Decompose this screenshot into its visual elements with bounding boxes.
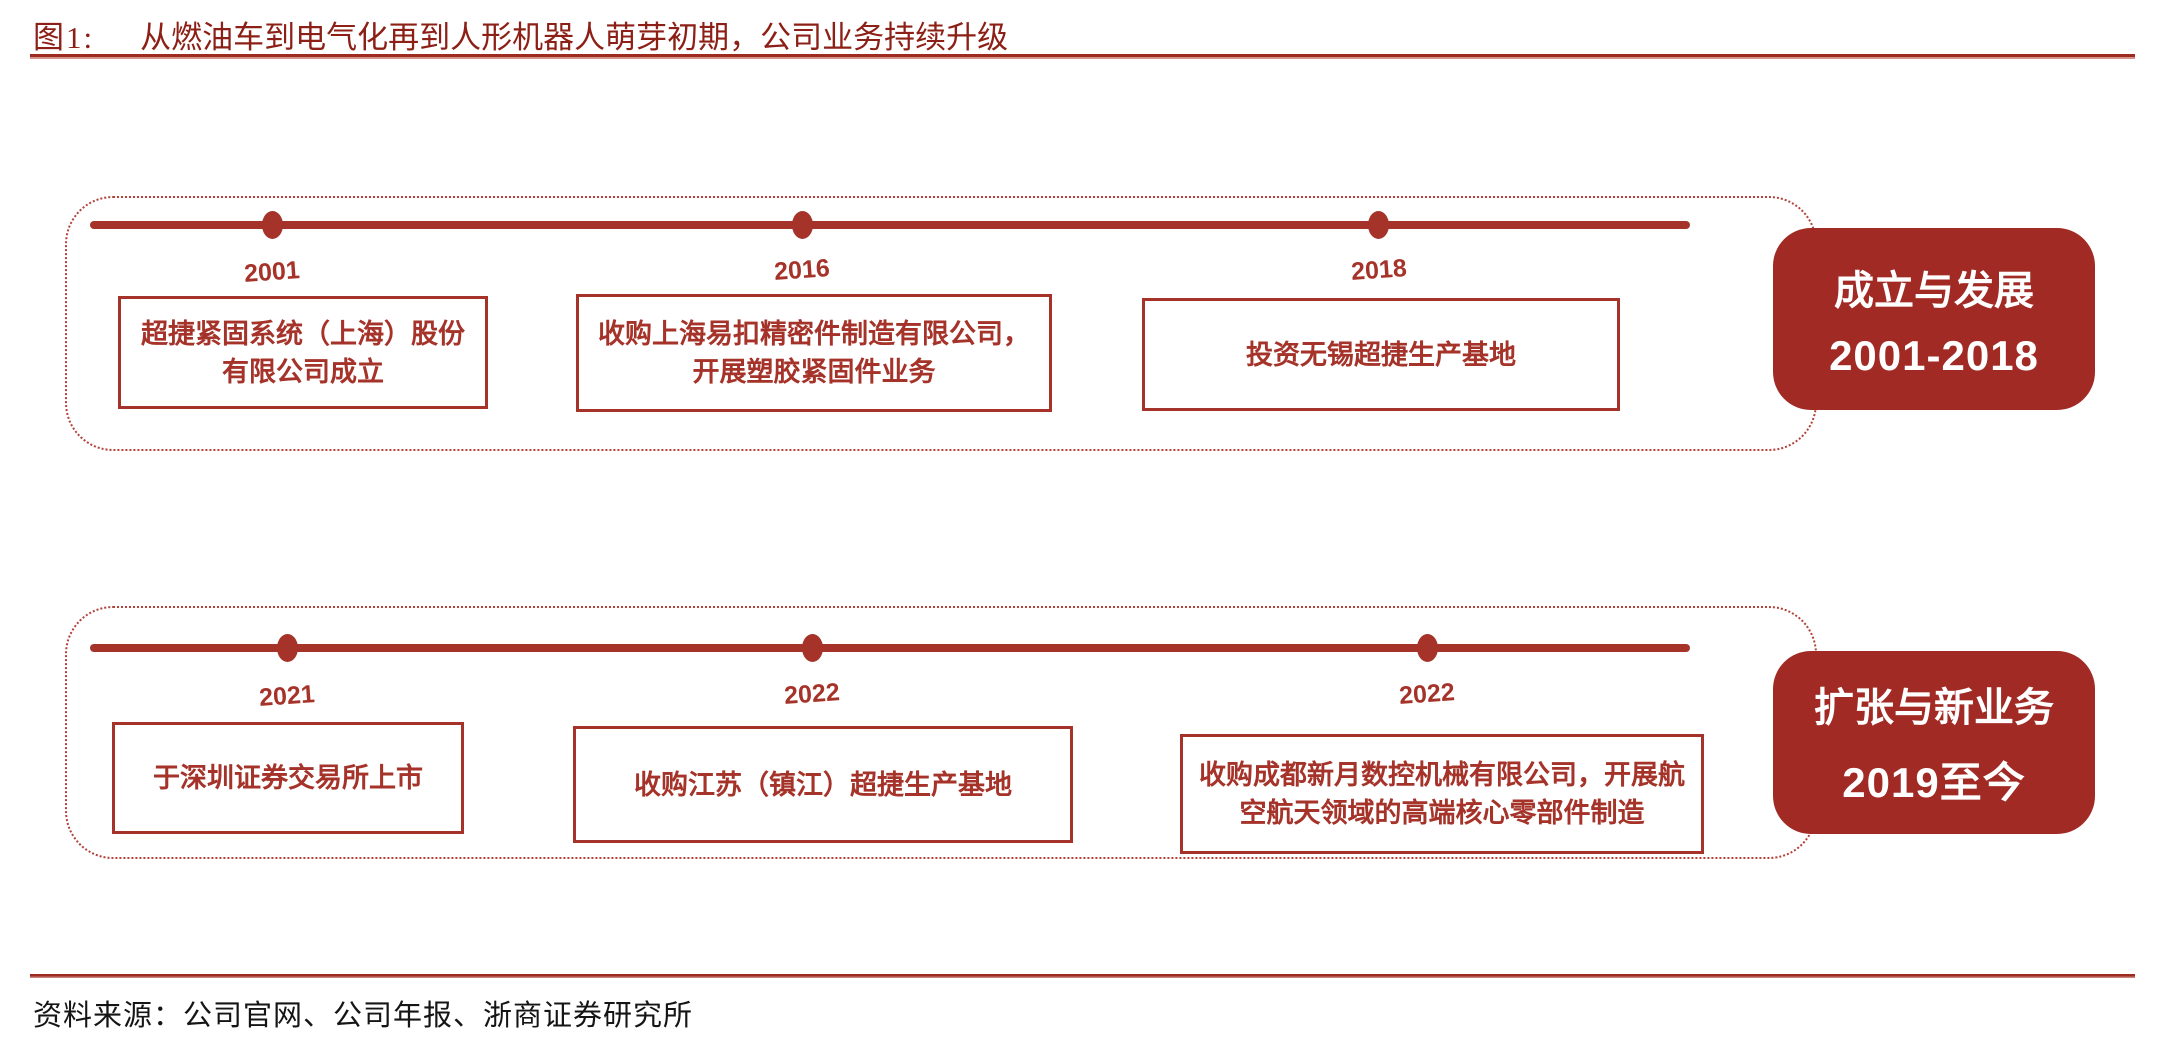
timeline-panel-founding: 2001 2016 2018 超捷紧固系统（上海）股份 有限公司成立 收购上海易… xyxy=(65,196,1817,451)
year-label-2016: 2016 xyxy=(773,254,831,286)
event-box-2021: 于深圳证券交易所上市 xyxy=(112,722,464,834)
timeline-panel-expansion: 2021 2022 2022 于深圳证券交易所上市 收购江苏（镇江）超捷生产基地… xyxy=(65,606,1817,859)
timeline-dot-2016 xyxy=(792,211,813,239)
stage-badge-founding-period: 2001-2018 xyxy=(1829,332,2039,379)
timeline-dot-2018 xyxy=(1368,211,1389,239)
timeline-dot-2021 xyxy=(277,634,298,662)
timeline-axis-line xyxy=(90,644,1690,652)
timeline-dot-2022a xyxy=(802,634,823,662)
event-text-2016: 收购上海易扣精密件制造有限公司， 开展塑胶紧固件业务 xyxy=(598,319,1030,387)
event-text-2022b: 收购成都新月数控机械有限公司，开展航 空航天领域的高端核心零部件制造 xyxy=(1199,760,1685,828)
timeline-dot-2022b xyxy=(1417,634,1438,662)
event-box-2022b: 收购成都新月数控机械有限公司，开展航 空航天领域的高端核心零部件制造 xyxy=(1180,734,1704,854)
event-box-2016: 收购上海易扣精密件制造有限公司， 开展塑胶紧固件业务 xyxy=(576,294,1052,412)
timeline-axis-line xyxy=(90,221,1690,229)
event-box-2001: 超捷紧固系统（上海）股份 有限公司成立 xyxy=(118,296,488,409)
stage-badge-expansion: 扩张与新业务 2019至今 xyxy=(1773,651,2095,834)
figure-number-label: 图1: xyxy=(33,20,95,55)
stage-badge-founding: 成立与发展 2001-2018 xyxy=(1773,228,2095,410)
stage-badge-expansion-period: 2019至今 xyxy=(1842,759,2026,806)
year-label-2022a: 2022 xyxy=(783,678,841,710)
event-text-2021: 于深圳证券交易所上市 xyxy=(153,763,423,793)
timeline-dot-2001 xyxy=(262,211,283,239)
event-box-2022a: 收购江苏（镇江）超捷生产基地 xyxy=(573,726,1073,843)
event-text-2001: 超捷紧固系统（上海）股份 有限公司成立 xyxy=(141,318,465,387)
year-label-2018: 2018 xyxy=(1350,254,1408,286)
event-text-2018: 投资无锡超捷生产基地 xyxy=(1246,339,1516,370)
year-label-2022b: 2022 xyxy=(1398,678,1456,710)
figure-title-row: 图1: 从燃油车到电气化再到人形机器人萌芽初期，公司业务持续升级 xyxy=(33,12,2133,57)
title-divider-rule xyxy=(30,54,2135,59)
year-label-2021: 2021 xyxy=(258,680,316,712)
year-label-2001: 2001 xyxy=(243,256,301,288)
stage-badge-expansion-title: 扩张与新业务 xyxy=(1814,686,2054,730)
figure-title: 从燃油车到电气化再到人形机器人萌芽初期，公司业务持续升级 xyxy=(140,20,1009,55)
stage-badge-founding-title: 成立与发展 xyxy=(1834,269,2034,313)
event-text-2022a: 收购江苏（镇江）超捷生产基地 xyxy=(634,769,1012,800)
source-attribution: 资料来源：公司官网、公司年报、浙商证券研究所 xyxy=(33,1000,694,1032)
event-box-2018: 投资无锡超捷生产基地 xyxy=(1142,298,1620,411)
source-divider-rule xyxy=(30,974,2135,978)
